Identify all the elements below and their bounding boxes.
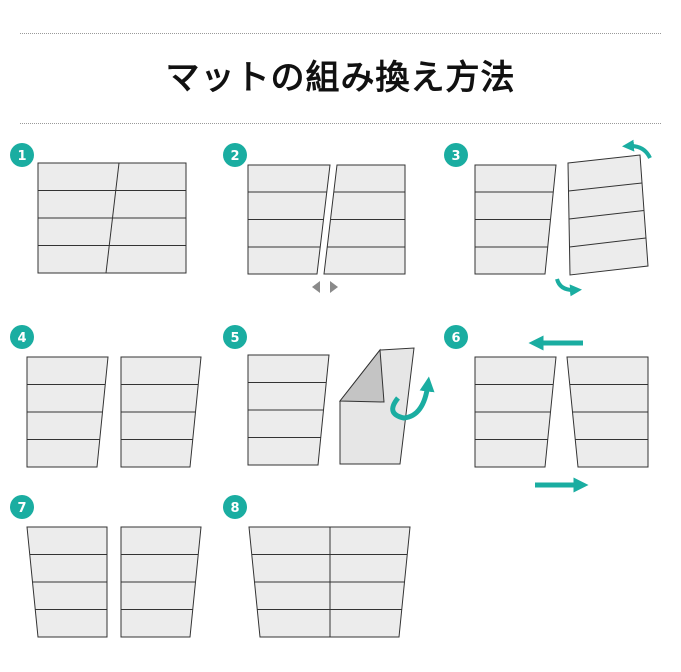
flip-arrow-icon [390, 376, 435, 421]
step-number-6: 6 [451, 331, 460, 346]
mat-half-left [474, 164, 557, 275]
step-1: 1 [10, 143, 187, 274]
separate-arrows-icon [312, 281, 338, 293]
step-number-5: 5 [230, 331, 239, 346]
step-number-3: 3 [451, 149, 460, 164]
rotate-arrow-icon [622, 139, 652, 159]
step-8: 8 [223, 495, 411, 638]
step-badge-1: 1 [10, 143, 34, 167]
step-3: 3 [444, 139, 652, 297]
step-badge-7: 7 [10, 495, 34, 519]
step-6: 6 [444, 325, 649, 493]
step-badge-8: 8 [223, 495, 247, 519]
step-badge-3: 3 [444, 143, 468, 167]
step-number-4: 4 [17, 331, 26, 346]
mat-reassembled [248, 526, 411, 638]
step-4: 4 [10, 325, 202, 468]
step-number-7: 7 [17, 501, 26, 516]
mat-half-rotating [567, 154, 649, 276]
mat-half-left [247, 354, 330, 466]
mat-half-right [566, 356, 649, 468]
step-badge-2: 2 [223, 143, 247, 167]
step-number-8: 8 [230, 501, 239, 516]
step-badge-4: 4 [10, 325, 34, 349]
mat-half-left [26, 356, 109, 468]
title-divider [20, 123, 661, 124]
step-badge-5: 5 [223, 325, 247, 349]
mat-half-left [247, 164, 331, 275]
mat-assembled [37, 162, 187, 274]
step-7: 7 [10, 495, 202, 638]
mat-half-right [120, 356, 202, 468]
step-number-1: 1 [17, 149, 26, 164]
page-title: マットの組み換え方法 [165, 58, 516, 98]
rotate-arrow-icon [555, 278, 582, 297]
top-divider [20, 33, 661, 34]
mat-half-left [474, 356, 557, 468]
step-2: 2 [223, 143, 406, 293]
mat-half-right [323, 164, 406, 275]
step-badge-6: 6 [444, 325, 468, 349]
mat-half-right [120, 526, 202, 638]
step-number-2: 2 [230, 149, 239, 164]
step-5: 5 [223, 325, 435, 466]
flipping-mat-sheet [338, 347, 415, 465]
mat-half-left [26, 526, 108, 638]
